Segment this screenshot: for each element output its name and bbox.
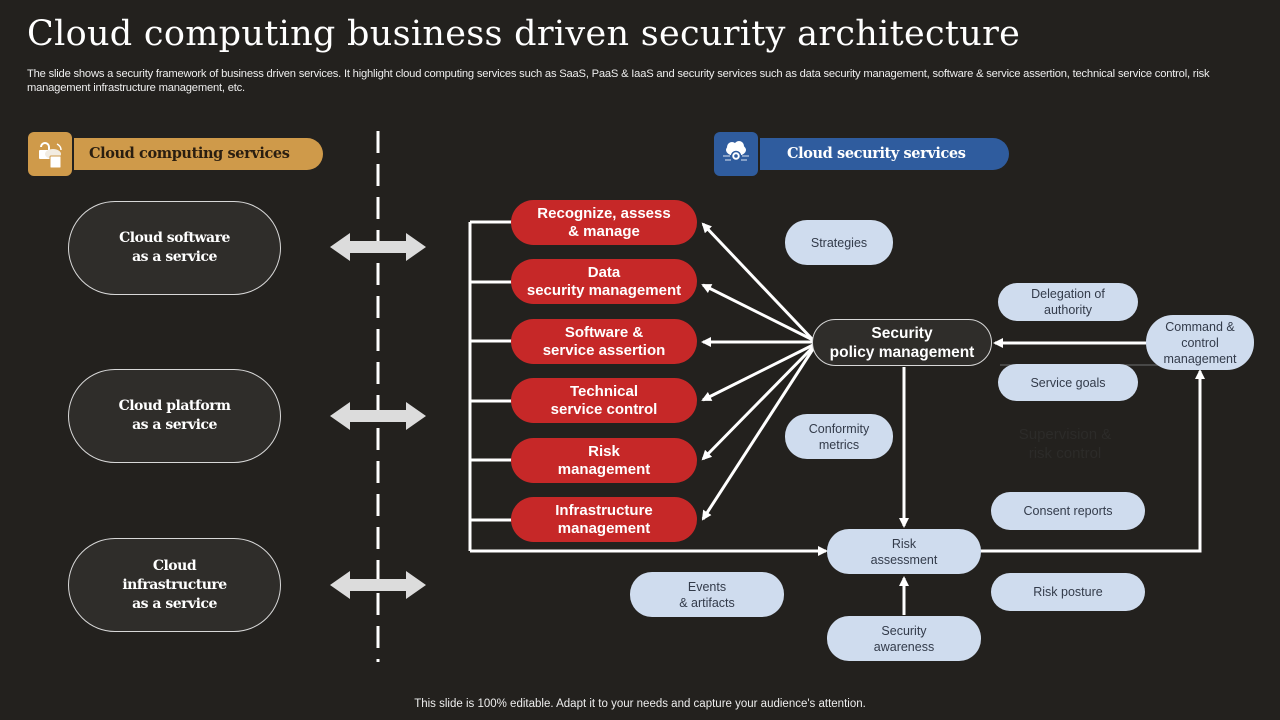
bracket-lines (468, 220, 828, 556)
page-title: Cloud computing business driven security… (27, 14, 1021, 54)
double-arrow-paas (330, 402, 426, 430)
computing-service-paas[interactable]: Cloud platform as a service (68, 369, 281, 463)
node-security-awareness[interactable]: Security awareness (827, 616, 981, 661)
security-service-infrastructure[interactable]: Infrastructure management (511, 497, 697, 542)
security-service-data-security[interactable]: Data security management (511, 259, 697, 304)
security-services-header: Cloud security services (736, 138, 1009, 170)
page-subtitle: The slide shows a security framework of … (27, 68, 1210, 94)
node-strategies[interactable]: Strategies (785, 220, 893, 265)
node-consent-reports[interactable]: Consent reports (991, 492, 1145, 530)
security-service-recognize[interactable]: Recognize, assess & manage (511, 200, 697, 245)
double-arrow-iaas (330, 571, 426, 599)
fan-arrows (701, 222, 815, 521)
flow-arrows (899, 338, 1205, 615)
security-services-label: Cloud security services (787, 145, 966, 162)
cloud-lock-device-icon (28, 132, 72, 176)
security-service-software-assertion[interactable]: Software & service assertion (511, 319, 697, 364)
node-service-goals[interactable]: Service goals (998, 364, 1138, 401)
node-command-control[interactable]: Command & control management (1146, 315, 1254, 370)
computing-services-label: Cloud computing services (89, 145, 290, 162)
node-events-artifacts[interactable]: Events & artifacts (630, 572, 784, 617)
cloud-gear-icon (714, 132, 758, 176)
node-risk-posture[interactable]: Risk posture (991, 573, 1145, 611)
computing-services-header: Cloud computing services (50, 138, 323, 170)
computing-service-saas[interactable]: Cloud software as a service (68, 201, 281, 295)
footer-note: This slide is 100% editable. Adapt it to… (414, 698, 866, 710)
node-supervision-risk-control: Supervision & risk control (1018, 426, 1112, 462)
node-conformity-metrics[interactable]: Conformity metrics (785, 414, 893, 459)
node-delegation-of-authority[interactable]: Delegation of authority (998, 283, 1138, 321)
security-service-risk-management[interactable]: Risk management (511, 438, 697, 483)
computing-service-iaas[interactable]: Cloud infrastructure as a service (68, 538, 281, 632)
node-risk-assessment[interactable]: Risk assessment (827, 529, 981, 574)
double-arrow-saas (330, 233, 426, 261)
security-service-technical-control[interactable]: Technical service control (511, 378, 697, 423)
security-policy-management-node[interactable]: Security policy management (812, 319, 992, 366)
